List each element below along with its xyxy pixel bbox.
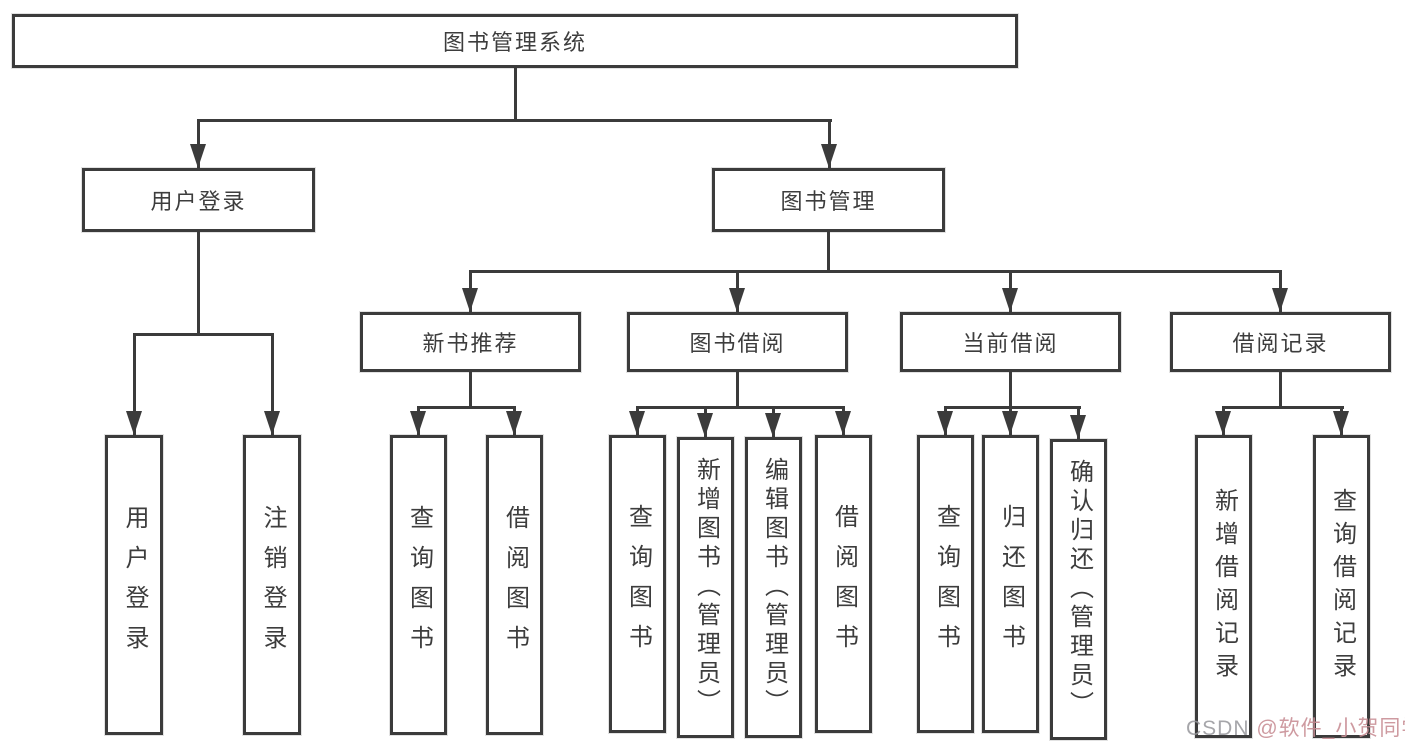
arrow-down-icon xyxy=(1002,288,1018,312)
arrow-down-icon xyxy=(410,411,426,435)
leaf-query-book-1-label: 查询图书 xyxy=(405,505,433,665)
node-borrow-records: 借阅记录 xyxy=(1170,312,1391,372)
node-book-borrow-label: 图书借阅 xyxy=(689,331,786,356)
node-user-login-label: 用户登录 xyxy=(150,189,247,214)
arrow-down-icon xyxy=(835,411,851,435)
connector-line xyxy=(417,406,516,409)
leaf-return-book: 归还图书 xyxy=(982,435,1039,733)
node-borrow-records-label: 借阅记录 xyxy=(1232,331,1329,356)
leaf-edit-book-admin: 编辑图书（管理员） xyxy=(745,437,802,738)
leaf-borrow-book-2-label: 借阅图书 xyxy=(830,504,858,664)
node-current-borrow: 当前借阅 xyxy=(900,312,1121,372)
leaf-add-borrow-record: 新增借阅记录 xyxy=(1195,435,1252,738)
connector-line xyxy=(197,119,200,168)
node-root: 图书管理系统 xyxy=(12,14,1018,68)
arrow-down-icon xyxy=(1272,288,1288,312)
arrow-down-icon xyxy=(1070,415,1086,439)
leaf-borrow-book-1-label: 借阅图书 xyxy=(501,505,529,665)
watermark-handle: @软件_小贺同学 xyxy=(1256,717,1405,740)
node-current-borrow-label: 当前借阅 xyxy=(962,331,1059,356)
watermark-brand: CSDN xyxy=(1186,717,1257,740)
leaf-query-book-2: 查询图书 xyxy=(609,435,666,733)
connector-line xyxy=(944,406,1081,409)
leaf-query-book-3: 查询图书 xyxy=(917,435,974,733)
node-new-book-recommend-label: 新书推荐 xyxy=(422,331,519,356)
connector-line xyxy=(1222,406,1344,409)
connector-line xyxy=(1279,372,1282,409)
leaf-add-borrow-record-label: 新增借阅记录 xyxy=(1210,487,1238,686)
node-user-login: 用户登录 xyxy=(82,168,315,232)
leaf-return-book-label: 归还图书 xyxy=(997,504,1025,664)
arrow-down-icon xyxy=(506,411,522,435)
node-book-management-label: 图书管理 xyxy=(780,189,877,214)
connector-line xyxy=(133,333,136,435)
node-book-borrow: 图书借阅 xyxy=(627,312,848,372)
arrow-down-icon xyxy=(765,413,781,437)
connector-line xyxy=(736,372,739,409)
watermark: CSDN @软件_小贺同学 xyxy=(1186,712,1405,742)
arrow-down-icon xyxy=(821,144,837,168)
leaf-borrow-book-2: 借阅图书 xyxy=(815,435,872,733)
leaf-add-book-admin: 新增图书（管理员） xyxy=(677,437,734,738)
connector-line xyxy=(514,68,517,121)
connector-line xyxy=(827,232,830,273)
leaf-logout: 注销登录 xyxy=(243,435,301,735)
connector-line xyxy=(636,406,845,409)
arrow-down-icon xyxy=(697,413,713,437)
leaf-logout-label: 注销登录 xyxy=(259,505,286,665)
leaf-query-book-1: 查询图书 xyxy=(390,435,447,735)
arrow-down-icon xyxy=(462,288,478,312)
arrow-down-icon xyxy=(1333,411,1349,435)
leaf-confirm-return-admin-label: 确认归还（管理员） xyxy=(1065,459,1093,720)
arrow-down-icon xyxy=(1215,411,1231,435)
leaf-query-book-3-label: 查询图书 xyxy=(932,504,960,664)
leaf-user-login: 用户登录 xyxy=(105,435,163,735)
connector-line xyxy=(1009,372,1012,409)
connector-line xyxy=(197,232,200,335)
leaf-add-book-admin-label: 新增图书（管理员） xyxy=(692,457,720,718)
arrow-down-icon xyxy=(126,411,142,435)
leaf-user-login-label: 用户登录 xyxy=(121,505,148,665)
arrow-down-icon xyxy=(264,411,280,435)
arrow-down-icon xyxy=(1002,411,1018,435)
connector-line xyxy=(133,333,274,336)
node-new-book-recommend: 新书推荐 xyxy=(360,312,581,372)
connector-line xyxy=(828,119,831,168)
leaf-edit-book-admin-label: 编辑图书（管理员） xyxy=(760,457,788,718)
leaf-query-book-2-label: 查询图书 xyxy=(624,504,652,664)
connector-line xyxy=(197,119,832,122)
leaf-borrow-book-1: 借阅图书 xyxy=(486,435,543,735)
connector-line xyxy=(271,333,274,435)
arrow-down-icon xyxy=(629,411,645,435)
arrow-down-icon xyxy=(937,411,953,435)
arrow-down-icon xyxy=(729,288,745,312)
leaf-confirm-return-admin: 确认归还（管理员） xyxy=(1050,439,1107,740)
connector-line xyxy=(469,270,1282,273)
leaf-query-borrow-record-label: 查询借阅记录 xyxy=(1328,487,1356,686)
node-root-label: 图书管理系统 xyxy=(442,30,587,55)
connector-line xyxy=(469,372,472,409)
arrow-down-icon xyxy=(190,144,206,168)
leaf-query-borrow-record: 查询借阅记录 xyxy=(1313,435,1370,738)
node-book-management: 图书管理 xyxy=(712,168,945,232)
